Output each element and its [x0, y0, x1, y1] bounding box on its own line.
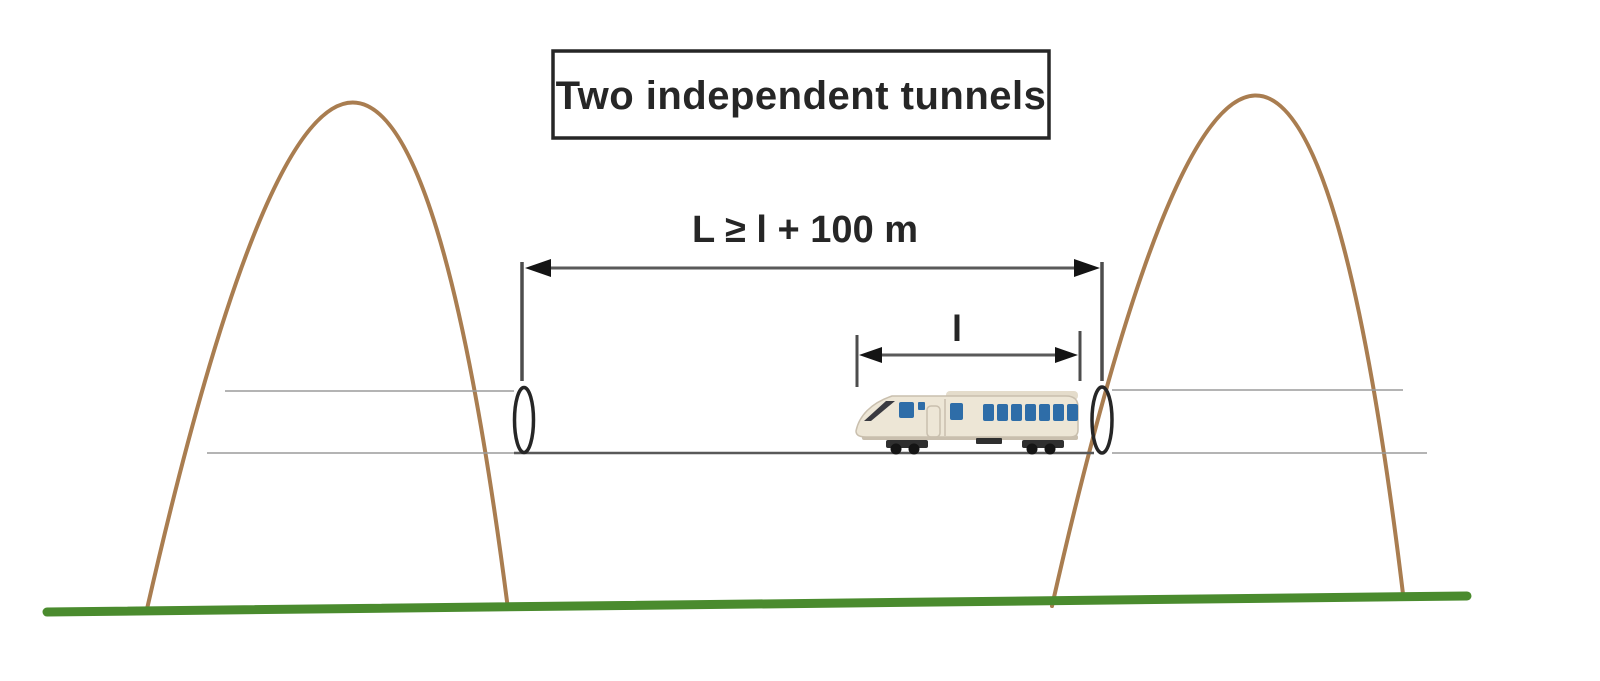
train-window	[1053, 404, 1064, 421]
title-box: Two independent tunnels	[551, 49, 1051, 140]
diagram-title: Two independent tunnels	[556, 74, 1047, 118]
dimension-l-left-arrowhead-icon	[859, 347, 882, 363]
train-wheel	[908, 443, 920, 455]
right-tunnel-portal-icon	[1090, 385, 1114, 455]
train-window	[997, 404, 1008, 421]
train-window	[1011, 404, 1022, 421]
train-window	[1025, 404, 1036, 421]
dimension-l-right-arrowhead-icon	[1055, 347, 1078, 363]
train-window	[1039, 404, 1050, 421]
dimension-L-label: L ≥ l + 100 m	[692, 209, 918, 251]
high-speed-train-icon	[855, 391, 1079, 455]
train-window	[950, 403, 963, 420]
dimension-train-length: l	[855, 308, 1082, 387]
train-underbody-box	[976, 438, 1002, 444]
train-door	[926, 405, 941, 438]
train-window	[983, 404, 994, 421]
train-windshield	[864, 401, 895, 421]
left-tunnel-portal-icon	[512, 385, 536, 455]
dimension-L-right-arrowhead-icon	[1074, 259, 1100, 277]
title-box-border	[551, 49, 1051, 140]
dimension-tunnel-length: L ≥ l + 100 m	[520, 209, 1104, 381]
left-mountain-curve	[145, 100, 510, 611]
train-wheel	[1044, 443, 1056, 455]
train-window	[1067, 404, 1078, 421]
train-window-row	[950, 403, 1078, 421]
right-mountain-curve	[1050, 93, 1405, 608]
train-cab-window	[899, 402, 914, 418]
train-cab-small-window	[918, 402, 925, 410]
train-wheel	[890, 443, 902, 455]
train-wheel	[1026, 443, 1038, 455]
dimension-l-label: l	[952, 308, 962, 349]
ground-line	[42, 591, 1472, 617]
dimension-L-left-arrowhead-icon	[525, 259, 551, 277]
